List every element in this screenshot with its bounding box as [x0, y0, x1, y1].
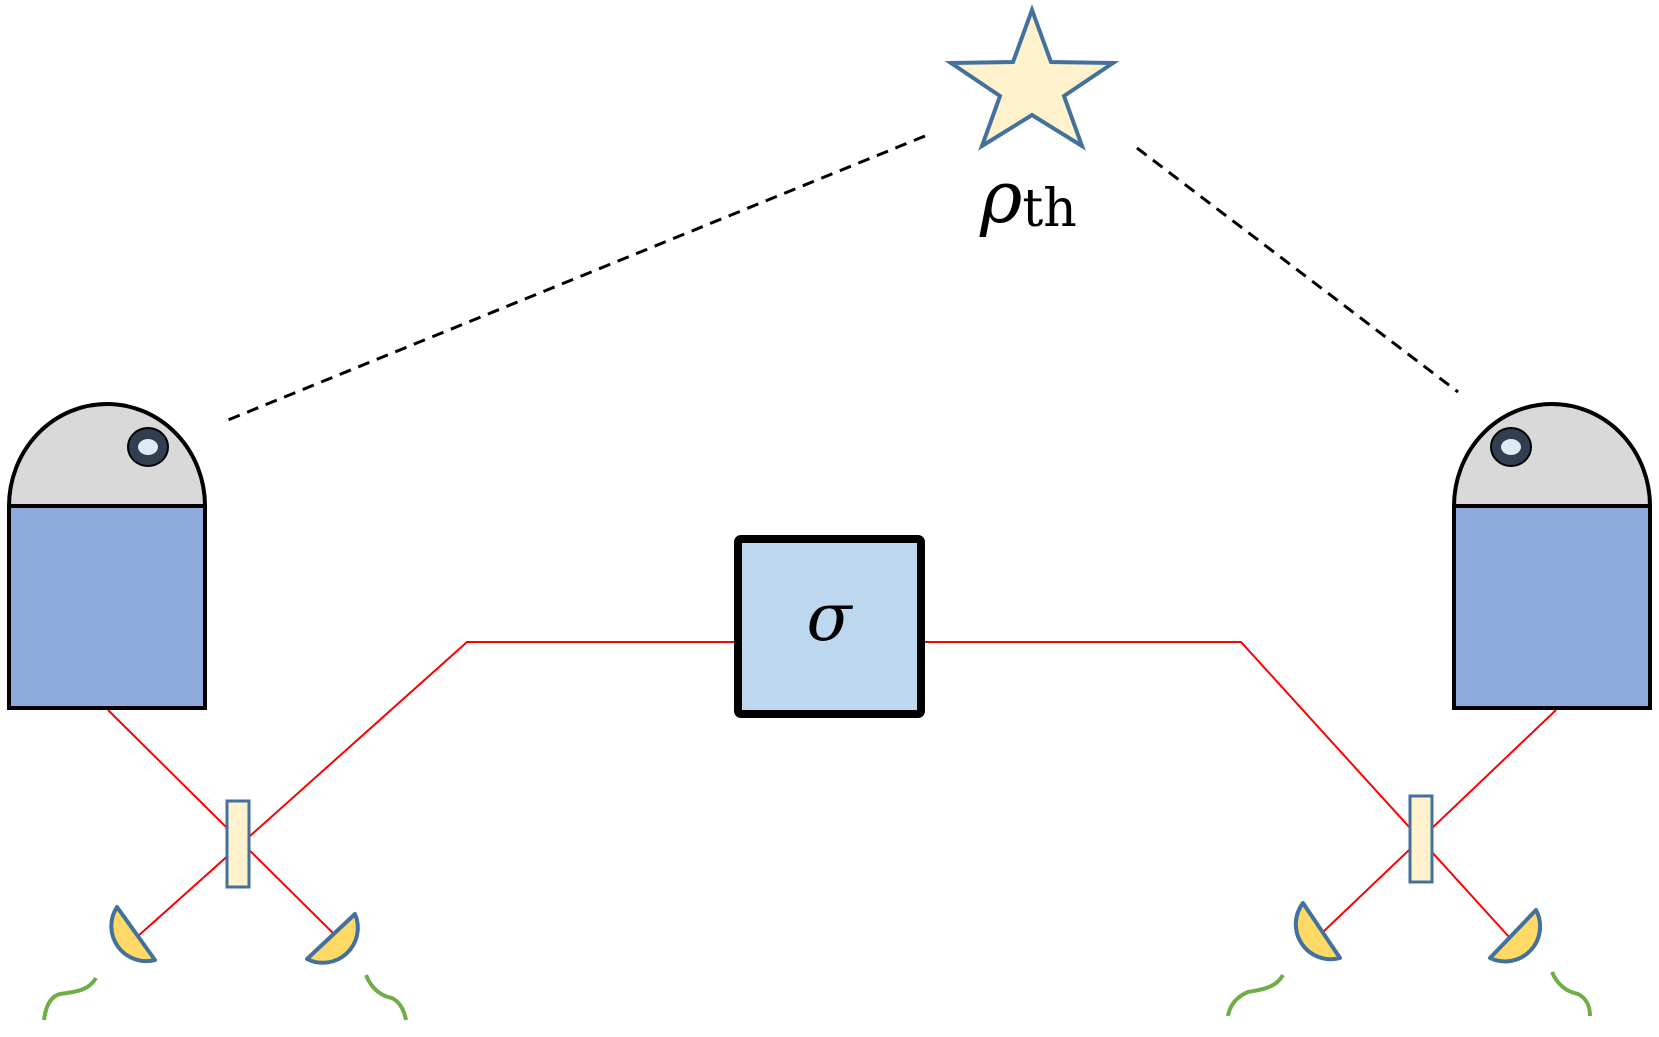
telescope-left-dome [6, 402, 208, 508]
telescope-right-body [1452, 504, 1652, 710]
telescope-right-dome [1451, 402, 1653, 508]
telescope-left-body [7, 504, 207, 710]
telescope-right-lens-center [1501, 439, 1521, 455]
detector-left-1-icon [109, 905, 157, 964]
cable-left-2 [364, 974, 408, 1021]
beam-source-left [136, 641, 737, 938]
thermal-source-star-icon [944, 4, 1120, 151]
cable-left-1 [42, 976, 98, 1021]
cable-right-2 [1550, 971, 1592, 1017]
dashed-link-right [1136, 146, 1459, 394]
telescope-left-lens-center [138, 439, 158, 455]
beam-splitter-left [225, 799, 251, 889]
thermal-source-symbol: ρ [979, 155, 1022, 239]
cable-right-1 [1226, 973, 1285, 1017]
beam-splitter-right [1408, 794, 1434, 884]
dashed-link-left [227, 134, 926, 422]
central-source-symbol: σ [806, 579, 853, 656]
telescope-left [6, 402, 208, 710]
detectors [109, 901, 1543, 965]
detector-left-2-icon [305, 912, 360, 965]
thermal-source-subscript: th [1022, 179, 1076, 239]
detector-right-1-icon [1293, 901, 1342, 962]
telescope-right [1451, 402, 1653, 710]
beam-source-right [923, 641, 1511, 939]
detector-cables [42, 971, 1592, 1021]
detector-right-2-icon [1488, 908, 1543, 964]
beam-right-telescope [1322, 709, 1557, 933]
central-source-box [734, 535, 925, 718]
thermal-source-label: ρth [979, 155, 1077, 239]
beam-left-telescope [107, 709, 341, 941]
central-source: σ [734, 535, 925, 718]
